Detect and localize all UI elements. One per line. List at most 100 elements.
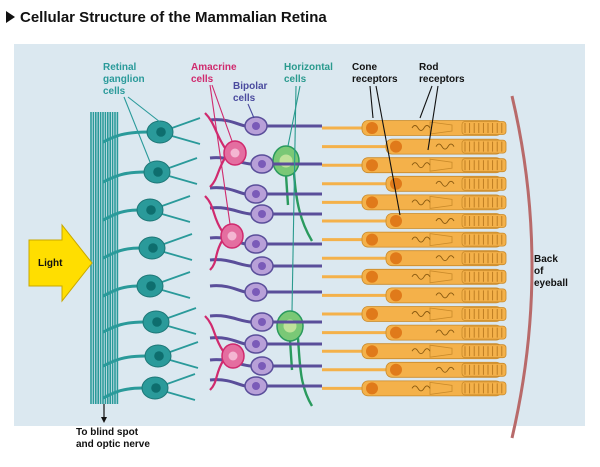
receptor-connector <box>435 143 455 150</box>
amacrine-nucleus <box>230 148 240 158</box>
ganglion-axon <box>102 386 144 400</box>
bipolar-nucleus <box>258 362 266 370</box>
ganglion-dendrite <box>161 271 191 299</box>
photoreceptor-layer <box>321 120 507 397</box>
cone-pointer-line <box>375 85 401 216</box>
receptor-nucleus <box>366 196 378 209</box>
receptor-nucleus <box>366 345 378 358</box>
ganglion-axon <box>102 354 147 368</box>
receptor-connector <box>411 236 431 243</box>
optic-nerve-fiber-layer <box>90 112 119 404</box>
receptor-connector <box>411 199 431 206</box>
receptor-connector <box>435 180 455 187</box>
back-of-eyeball-label: Back of eyeball <box>534 254 568 289</box>
bipolar-cell-layer <box>209 116 322 396</box>
rod-outer-segment <box>461 176 507 191</box>
ganglion-cell-layer <box>102 117 201 401</box>
receptor-connector <box>411 311 431 317</box>
optic-nerve-arrowhead-icon <box>101 417 107 423</box>
ganglion-dendrite <box>161 195 191 223</box>
amacrine-process <box>204 112 226 188</box>
amacrine-process <box>204 195 223 271</box>
amacrine-pointer-line <box>209 84 231 225</box>
bipolar-label: Bipolar cells <box>233 81 270 104</box>
ganglion-nucleus <box>154 351 164 361</box>
receptor-connector <box>411 125 431 131</box>
receptor-nucleus <box>390 177 402 190</box>
cone-pointer-line <box>369 85 374 119</box>
receptor-connector <box>411 162 431 169</box>
light-arrow-icon <box>28 223 93 303</box>
ganglion-dendrite <box>167 307 197 335</box>
bipolar-nucleus <box>258 210 266 218</box>
cone-label: Cone receptors <box>352 62 398 85</box>
receptor-nucleus <box>366 382 378 395</box>
receptor-nucleus <box>366 270 378 283</box>
bipolar-nucleus <box>258 318 266 326</box>
cone-outer-segment <box>429 158 453 172</box>
bipolar-nucleus <box>258 262 266 270</box>
receptor-connector <box>411 273 431 280</box>
cone-outer-segment <box>429 381 453 395</box>
ganglion-nucleus <box>151 383 161 393</box>
receptor-nucleus <box>390 363 402 376</box>
cone-outer-segment <box>429 233 453 247</box>
bipolar-nucleus <box>252 288 260 296</box>
ganglion-dendrite <box>169 341 199 369</box>
ganglion-dendrite <box>171 117 201 145</box>
amacrine-process <box>204 315 224 391</box>
bipolar-nucleus <box>258 160 266 168</box>
ganglion-nucleus <box>152 317 162 327</box>
bipolar-axon <box>209 314 253 324</box>
cone-outer-segment <box>429 121 453 135</box>
receptor-nucleus <box>390 252 402 265</box>
optic-nerve-label: To blind spot and optic nerve <box>76 427 150 450</box>
ganglion-axon <box>102 170 146 184</box>
receptor-nucleus <box>390 140 402 153</box>
receptor-nucleus <box>366 122 378 134</box>
bipolar-nucleus <box>252 340 260 348</box>
rod-outer-segment <box>461 269 507 284</box>
ganglion-label: Retinal ganglion cells <box>103 62 147 97</box>
receptor-connector <box>435 218 455 224</box>
horizontal-nucleus <box>279 154 293 168</box>
rod-outer-segment <box>461 381 507 396</box>
rod-pointer-line <box>419 85 433 119</box>
ganglion-pointer-line <box>127 96 161 123</box>
bipolar-nucleus <box>252 382 260 390</box>
cone-outer-segment <box>429 195 453 209</box>
rod-outer-segment <box>461 288 507 303</box>
ganglion-axon <box>102 208 139 222</box>
ganglion-axon <box>102 246 141 260</box>
eyeball-wall <box>510 95 534 439</box>
cone-outer-segment <box>429 270 453 284</box>
receptor-nucleus <box>366 308 378 320</box>
ganglion-dendrite <box>168 157 198 185</box>
receptor-nucleus <box>390 326 402 339</box>
title-bullet-icon <box>6 11 15 23</box>
rod-outer-segment <box>461 251 507 266</box>
receptor-connector <box>435 366 455 373</box>
amacrine-label: Amacrine cells <box>191 62 239 85</box>
ganglion-dendrite <box>163 233 193 261</box>
rod-outer-segment <box>461 232 507 247</box>
light-label: Light <box>38 258 63 269</box>
receptor-nucleus <box>390 215 402 227</box>
rod-outer-segment <box>461 362 507 377</box>
rod-label: Rod receptors <box>419 62 465 85</box>
rod-outer-segment <box>461 344 507 359</box>
receptor-connector <box>435 255 455 262</box>
receptor-nucleus <box>366 159 378 172</box>
ganglion-axon <box>102 320 145 334</box>
ganglion-axon <box>102 284 139 298</box>
horizontal-pointer-line <box>287 85 301 147</box>
cone-outer-segment <box>429 307 453 321</box>
rod-outer-segment <box>461 214 507 228</box>
label-pointer-lines <box>123 84 439 312</box>
receptor-nucleus <box>390 289 402 302</box>
ganglion-nucleus <box>153 167 163 177</box>
bipolar-nucleus <box>252 240 260 248</box>
rod-outer-segment <box>461 195 507 210</box>
rod-outer-segment <box>461 307 507 321</box>
